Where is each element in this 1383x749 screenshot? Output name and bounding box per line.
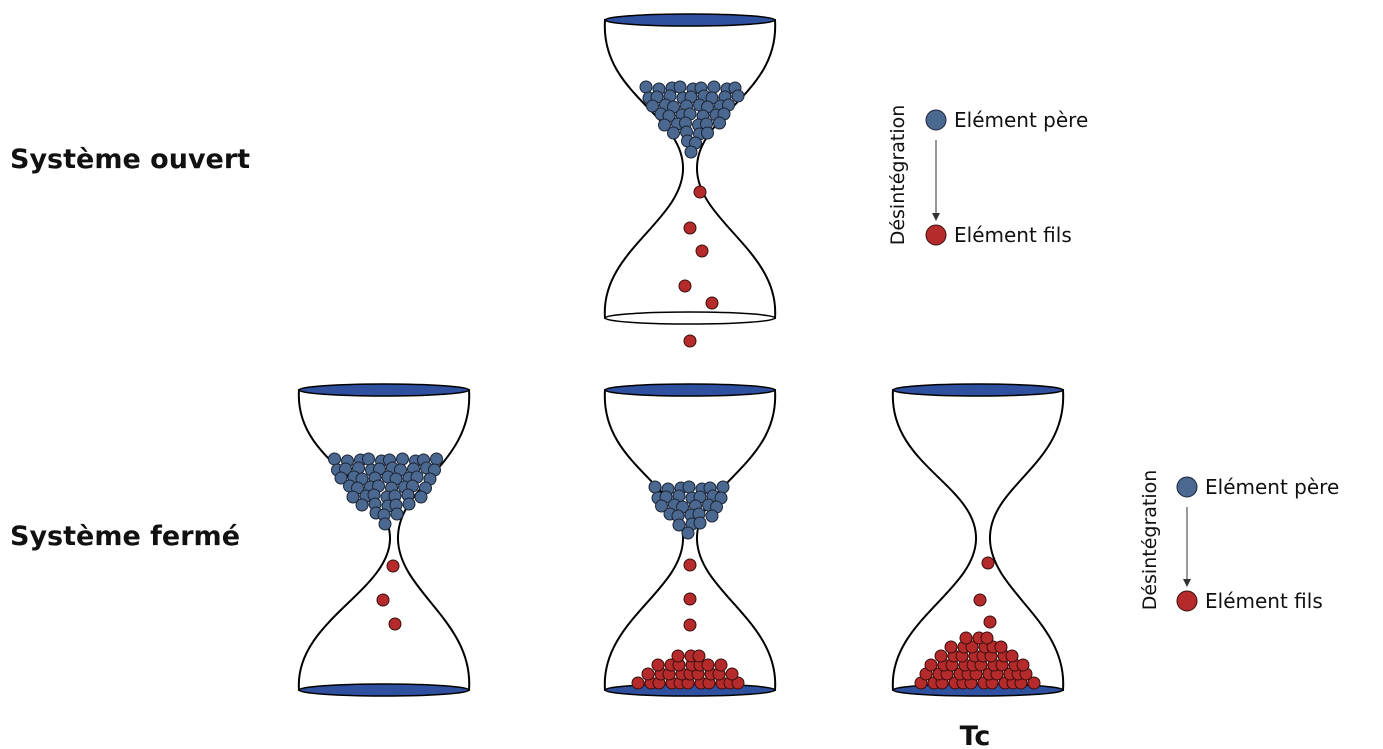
daughter-bead [641,667,655,681]
parent-bead [355,498,369,512]
daughter-bead [683,592,697,606]
parent-bead [390,507,404,521]
parent-bead [705,509,719,523]
parent-bead [684,145,698,159]
daughter-bead [714,658,728,672]
daughter-bead [692,649,706,663]
bottom-opening [604,311,776,325]
daughter-bead [678,279,692,293]
parent-element-icon [925,109,947,131]
hourglass-open-system [603,13,777,348]
daughter-bead [725,667,739,681]
beads-closed-middle [631,480,745,690]
daughter-bead [705,296,719,310]
daughter-bead [631,676,645,690]
parent-bead [334,471,348,485]
parent-bead [362,452,375,466]
daughter-bead [376,593,390,607]
parent-bead [658,118,671,132]
parent-bead [693,516,707,530]
parent-bead [667,126,680,140]
parent-bead [655,499,668,513]
hourglass-closed-tc [891,383,1065,697]
top-cap [892,383,1064,397]
daughter-bead [731,676,745,690]
parent-bead [648,480,662,494]
daughter-bead [983,615,997,629]
parent-bead [646,99,659,113]
bottom-cap [298,683,470,697]
daughter-bead [671,649,685,663]
daughter-bead [973,593,987,607]
daughter-bead [693,185,707,199]
daughter-bead [388,617,402,631]
parent-bead [414,490,428,504]
parent-element-icon [1176,476,1198,498]
legend-axis-label: Désintégration [1139,470,1161,611]
parent-bead [639,80,653,94]
daughter-bead [965,640,979,654]
parent-bead [328,452,341,466]
daughter-bead [981,556,995,570]
legend-closed-system: Désintégration Elément père Elément fils [1139,470,1339,613]
parent-bead [673,80,687,94]
parent-bead [716,480,730,494]
daughter-bead [683,334,697,348]
closed-system-label: Système fermé [10,521,240,552]
parent-bead [346,490,360,504]
daughter-bead [683,558,697,572]
daughter-bead [980,631,994,645]
daughter-bead [701,658,715,672]
daughter-bead [683,618,697,632]
daughter-bead [1016,658,1030,672]
parent-bead [707,80,721,94]
hourglass-closed-middle [603,383,777,697]
daughter-bead [924,658,938,672]
legend-parent-label: Elément père [1205,475,1339,499]
parent-bead [396,452,409,466]
parent-bead [701,126,714,140]
daughter-bead [944,640,958,654]
parent-bead [378,517,392,531]
daughter-bead [959,631,973,645]
daughter-bead [386,559,400,573]
beads-closed-initial [328,452,443,631]
legend-open-system: Désintégration Elément père Elément fils [887,105,1088,247]
beads-closed-tc [914,556,1041,690]
daughter-bead [683,221,697,235]
daughter-bead [994,640,1008,654]
daughter-element-icon [925,224,947,246]
daughter-bead [934,649,948,663]
daughter-bead [1005,649,1019,663]
daughter-element-icon [1176,590,1198,612]
legend-axis-label: Désintégration [887,105,909,246]
top-cap [298,383,470,397]
top-cap [604,13,776,27]
top-cap [604,383,776,397]
parent-bead [430,452,443,466]
daughter-bead [1027,676,1041,690]
daughter-bead [695,244,709,258]
parent-bead [402,497,416,511]
legend-daughter-label: Elément fils [1205,589,1323,613]
tc-label: Tc [960,721,991,749]
parent-bead [713,116,726,130]
parent-bead [672,518,686,532]
parent-bead [731,89,745,103]
legend-daughter-label: Elément fils [954,223,1072,247]
legend-parent-label: Elément père [954,108,1088,132]
beads-open-system [639,80,745,348]
daughter-bead [651,658,665,672]
open-system-label: Système ouvert [10,144,250,175]
parent-bead [682,480,696,494]
parent-bead [681,526,695,540]
hourglass-closed-initial [297,383,471,697]
